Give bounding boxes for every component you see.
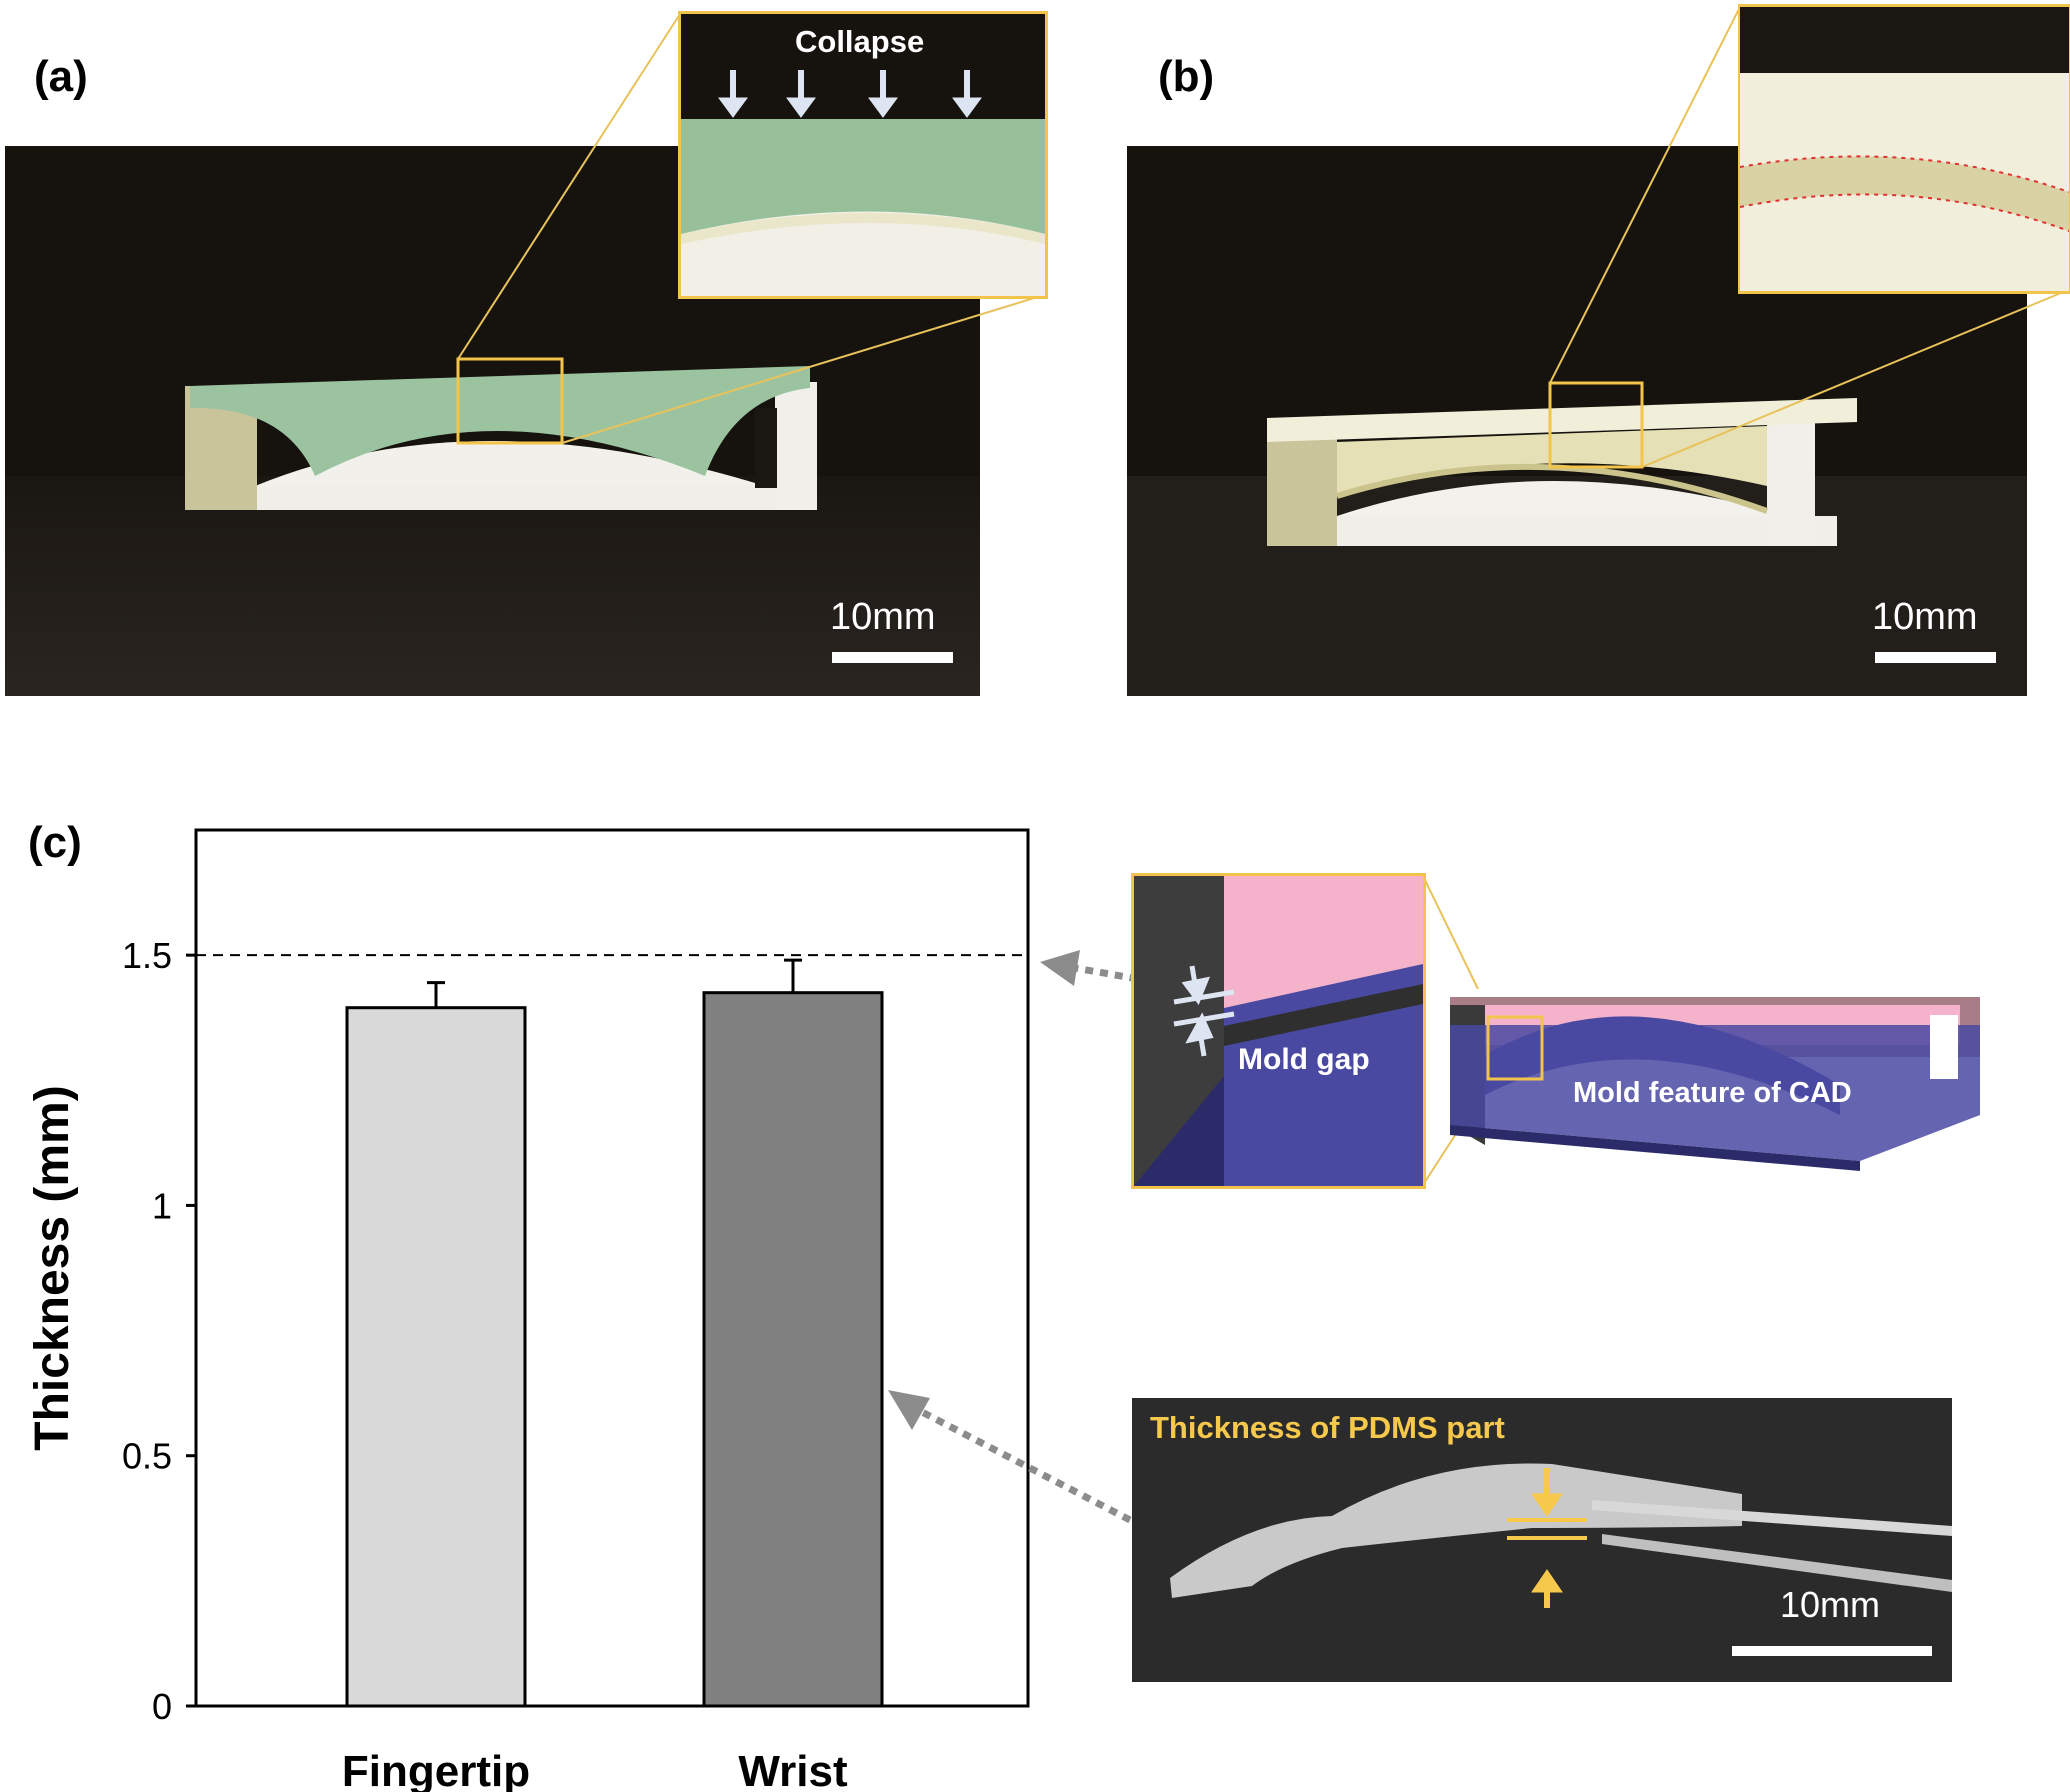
- thickness-bar-chart: 0 0.5 1 1.5 Fingertip Wrist Thickness (mm): [26, 828, 1030, 1792]
- panel-b-label: (b): [1158, 52, 1215, 101]
- panel-a-label: (a): [34, 52, 88, 101]
- y-tick-label: 0: [152, 1686, 172, 1727]
- pdms-scale-bar: [1732, 1646, 1932, 1656]
- panel-b-zoom-drawing: [1740, 73, 2069, 291]
- y-tick-label: 0.5: [122, 1436, 172, 1477]
- panel-b-scale-label: 10mm: [1872, 596, 1978, 638]
- bar-fingertip: [345, 1006, 527, 1708]
- cad-mold-overview: [1450, 997, 1980, 1171]
- pdms-scale-label: 10mm: [1780, 1584, 1881, 1625]
- x-tick-label-wrist: Wrist: [738, 1747, 848, 1792]
- x-axis-labels: Fingertip Wrist: [342, 1747, 848, 1792]
- mold-gap-label: Mold gap: [1238, 1043, 1370, 1076]
- y-axis-ticks: 0 0.5 1 1.5: [122, 935, 196, 1727]
- arrow-to-wrist-bar: [888, 1390, 930, 1430]
- pdms-part-photo: Thickness of PDMS part 10mm: [1132, 1398, 1952, 1682]
- panel-a-zoom-inset: Collapse: [678, 11, 1048, 299]
- plot-area-frame: [194, 828, 1030, 1708]
- panel-c-label: (c): [28, 818, 82, 867]
- y-tick-label: 1.5: [122, 935, 172, 976]
- pdms-part-drawing: [1170, 1463, 1952, 1608]
- bar-wrist: [702, 991, 884, 1708]
- arrow-to-reference-line: [1040, 950, 1080, 986]
- mold-feature-label: Mold feature of CAD: [1573, 1077, 1852, 1109]
- panel-a-scale-label: 10mm: [830, 596, 936, 638]
- cad-zoom-drawing: [1134, 876, 1423, 1186]
- panel-b-scale-bar: [1875, 652, 1996, 663]
- panel-a-specimen-drawing: [5, 357, 980, 696]
- pdms-thickness-caption: Thickness of PDMS part: [1150, 1410, 1505, 1445]
- collapse-caption: Collapse: [795, 24, 925, 59]
- y-tick-label: 1: [152, 1185, 172, 1226]
- y-axis-label: Thickness (mm): [26, 1085, 79, 1450]
- panel-a-scale-bar: [832, 652, 953, 663]
- panel-a-zoom-drawing: [681, 70, 1045, 296]
- cad-zoom-inset: Mold gap: [1131, 873, 1426, 1189]
- x-tick-label-fingertip: Fingertip: [342, 1747, 530, 1792]
- bars-group: [345, 958, 884, 1708]
- panel-b-zoom-inset: [1738, 4, 2070, 294]
